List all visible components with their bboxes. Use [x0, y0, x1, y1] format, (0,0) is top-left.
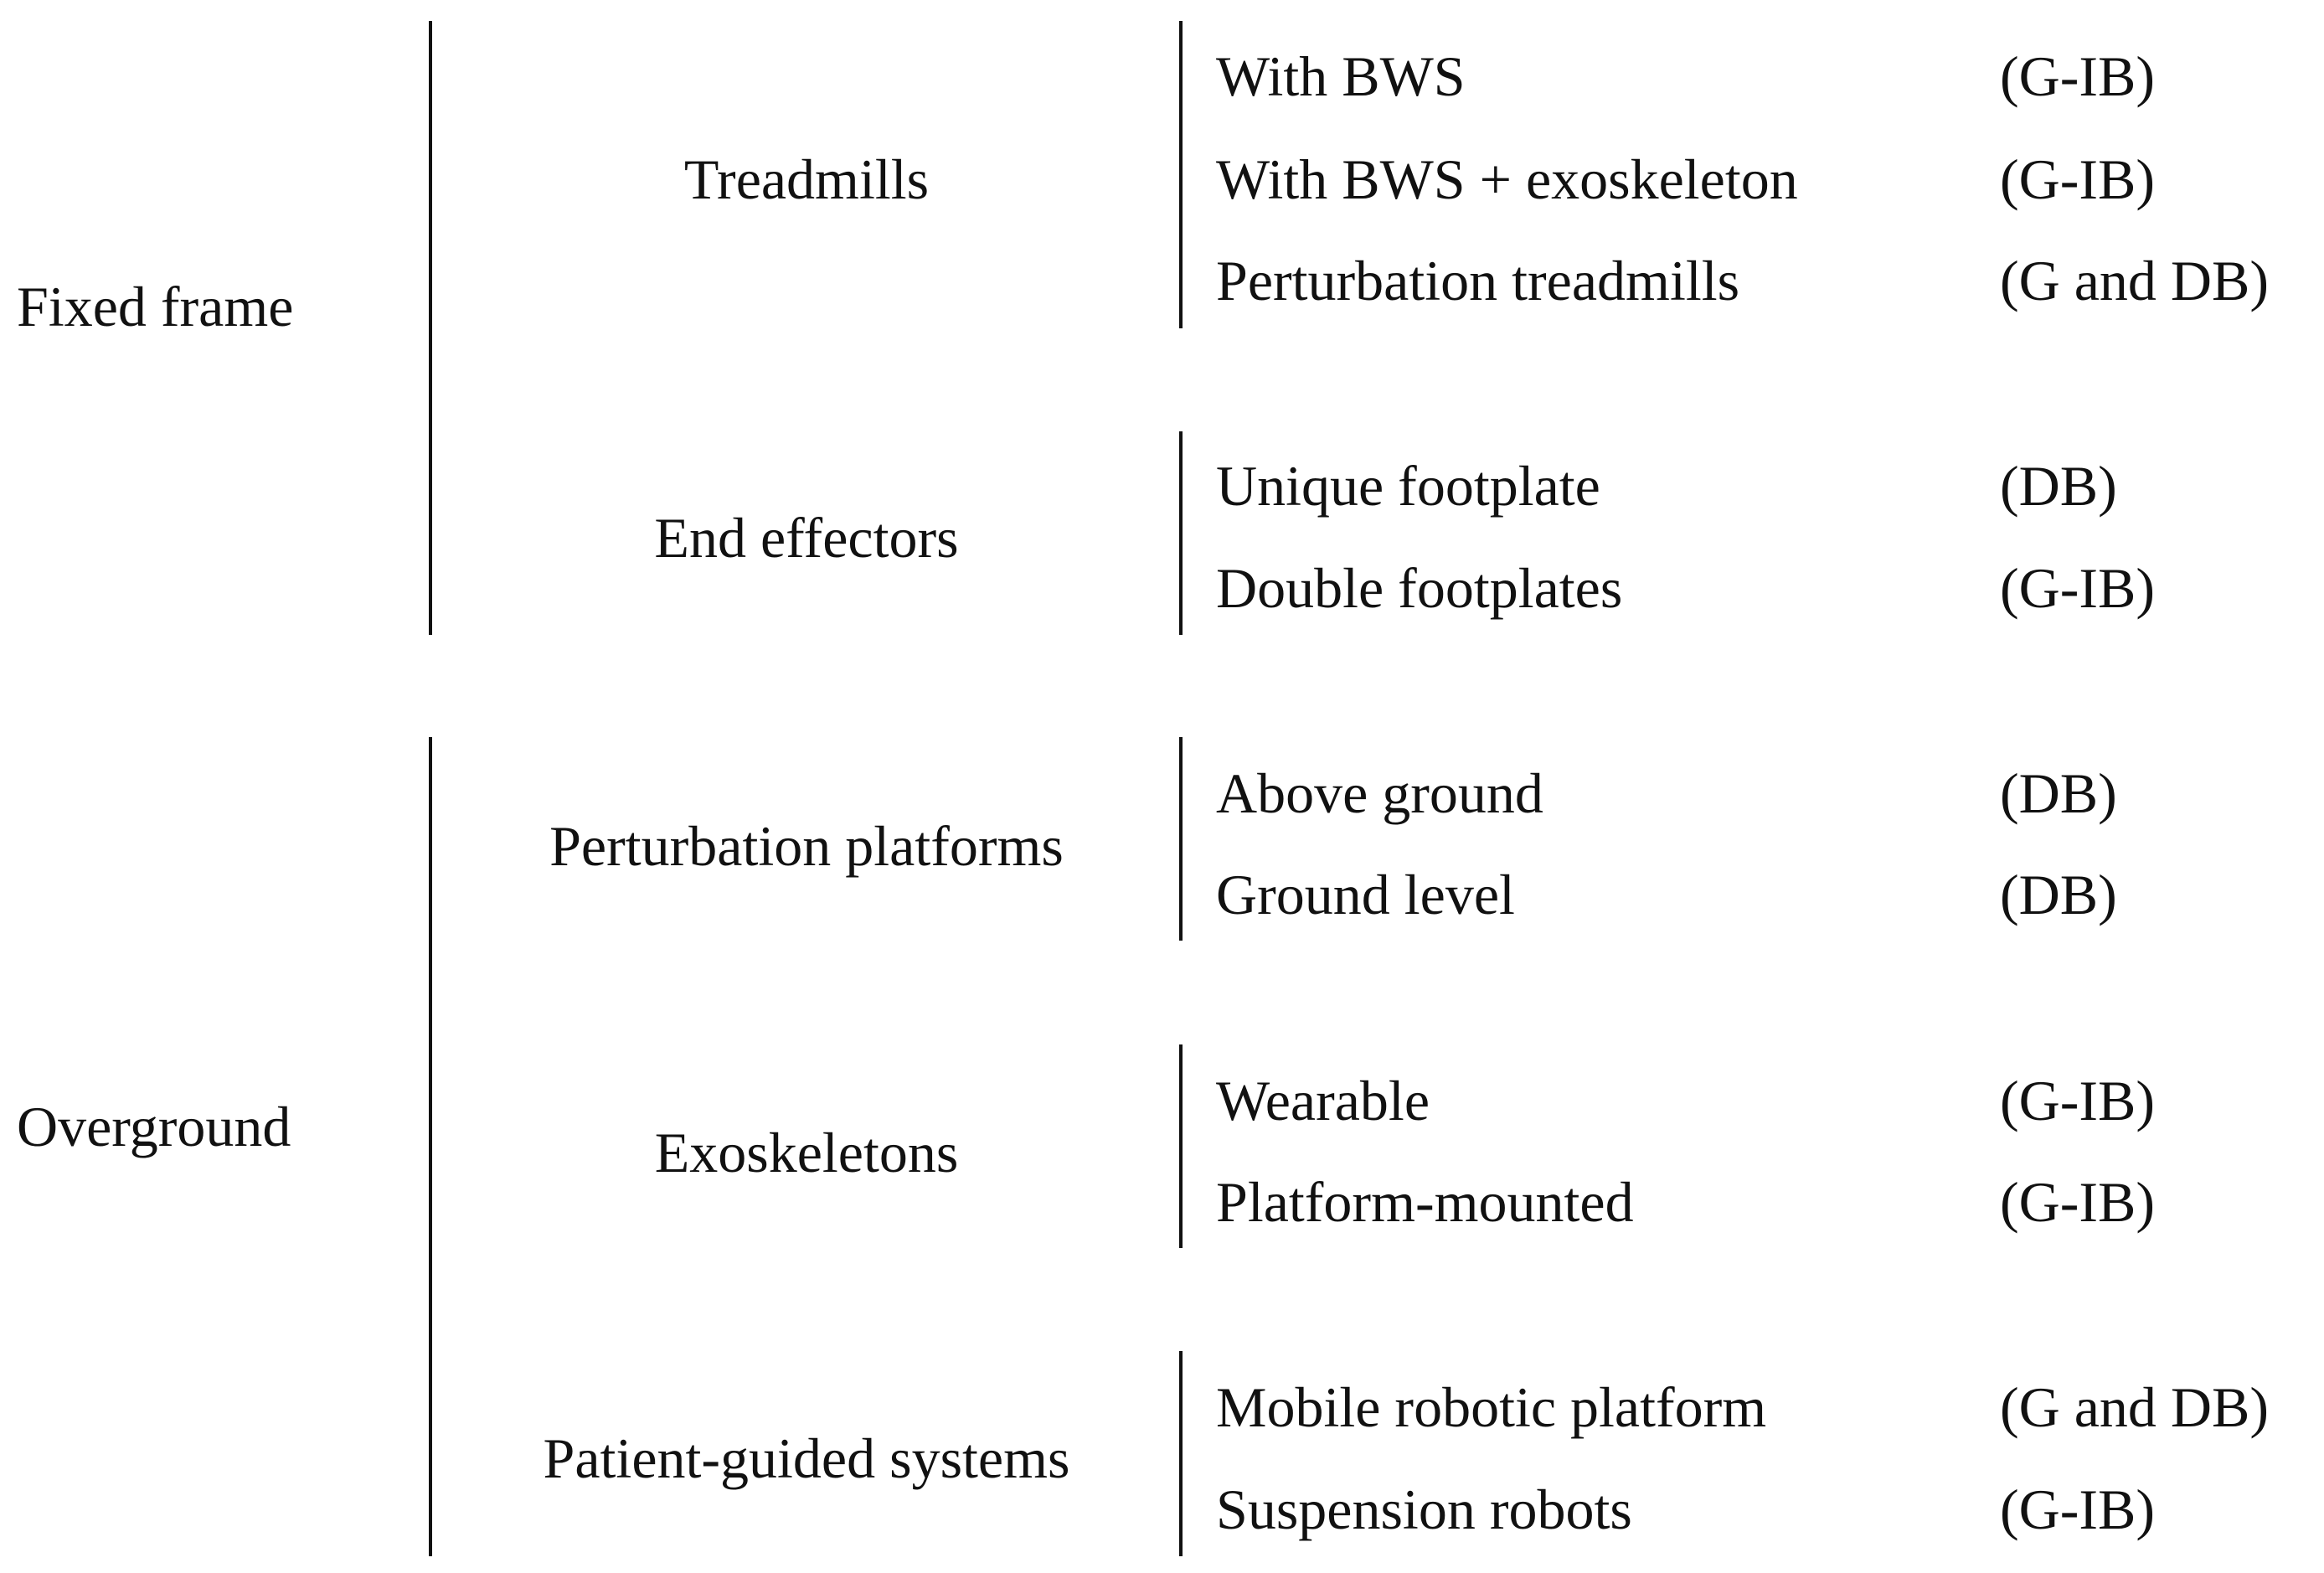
item-name-mobile-robotic-platform: Mobile robotic platform	[1216, 1375, 1767, 1439]
group-bracket-overground	[429, 737, 432, 1556]
category-bracket-exoskeletons	[1179, 1044, 1183, 1248]
group-label-fixed-frame: Fixed frame	[17, 275, 294, 338]
group-label-overground: Overground	[17, 1095, 291, 1158]
category-label-patient-guided-systems: Patient-guided systems	[543, 1426, 1070, 1490]
group-bracket-fixed-frame	[429, 21, 432, 635]
category-bracket-patient-guided-systems	[1179, 1351, 1183, 1556]
item-name-suspension-robots: Suspension robots	[1216, 1478, 1632, 1541]
item-name-platform-mounted: Platform-mounted	[1216, 1170, 1634, 1234]
item-code-with-bws: (G-IB)	[2000, 44, 2156, 108]
category-label-perturbation-platforms: Perturbation platforms	[549, 814, 1064, 878]
category-label-treadmills: Treadmills	[683, 147, 930, 211]
category-bracket-end-effectors	[1179, 431, 1183, 635]
item-code-wearable: (G-IB)	[2000, 1069, 2156, 1132]
category-bracket-treadmills	[1179, 21, 1183, 328]
item-name-above-ground: Above ground	[1216, 761, 1543, 825]
item-code-unique-footplate: (DB)	[2000, 454, 2117, 518]
item-code-perturbation-treadmills: (G and DB)	[2000, 249, 2270, 312]
category-label-end-effectors: End effectors	[654, 506, 959, 570]
item-name-wearable: Wearable	[1216, 1069, 1430, 1132]
item-name-double-footplates: Double footplates	[1216, 556, 1623, 620]
item-code-mobile-robotic-platform: (G and DB)	[2000, 1375, 2270, 1439]
item-code-double-footplates: (G-IB)	[2000, 556, 2156, 620]
category-label-exoskeletons: Exoskeletons	[654, 1121, 959, 1184]
item-code-platform-mounted: (G-IB)	[2000, 1170, 2156, 1234]
item-name-with-bws: With BWS	[1216, 44, 1466, 108]
item-code-above-ground: (DB)	[2000, 761, 2117, 825]
item-code-ground-level: (DB)	[2000, 863, 2117, 926]
item-code-with-bws-exoskeleton: (G-IB)	[2000, 147, 2156, 211]
category-bracket-perturbation-platforms	[1179, 737, 1183, 941]
item-name-with-bws-exoskeleton: With BWS + exoskeleton	[1216, 147, 1798, 211]
item-name-ground-level: Ground level	[1216, 863, 1515, 926]
item-name-perturbation-treadmills: Perturbation treadmills	[1216, 249, 1740, 312]
item-name-unique-footplate: Unique footplate	[1216, 454, 1600, 518]
item-code-suspension-robots: (G-IB)	[2000, 1478, 2156, 1541]
